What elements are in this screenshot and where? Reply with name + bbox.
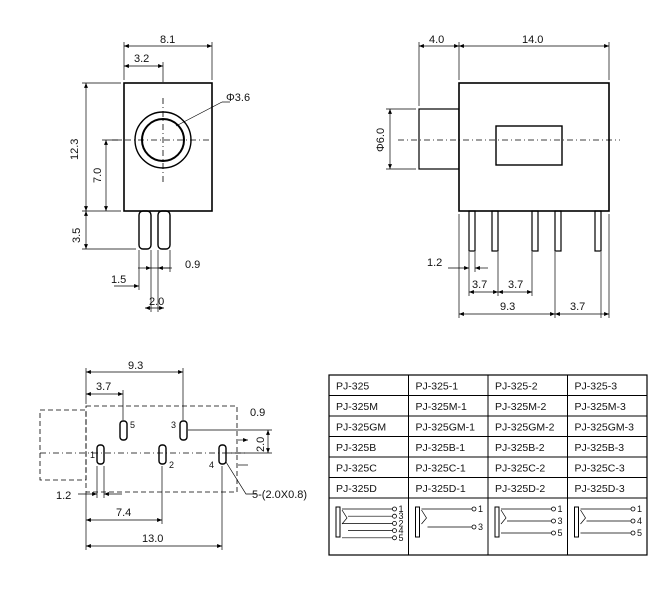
table-cell: PJ-325D-3 bbox=[575, 483, 625, 495]
table-cell: PJ-325GM bbox=[336, 422, 386, 434]
side-nose-length-label: 4.0 bbox=[429, 34, 444, 46]
front-view: 8.1 3.2 Φ3.6 12.3 7.0 3.5 1.5 0.9 2.0 bbox=[69, 34, 250, 312]
side-view: 4.0 14.0 Φ6.0 1.2 3.7 3.7 9.3 3.7 bbox=[375, 34, 620, 318]
footprint-pin-label-2: 2 bbox=[169, 460, 174, 470]
table-cell: PJ-325D-2 bbox=[495, 483, 545, 495]
table-cell: PJ-325M-3 bbox=[575, 401, 627, 413]
side-nose bbox=[418, 108, 460, 170]
schematic-pin-label: 4 bbox=[637, 516, 642, 526]
front-height-label: 12.3 bbox=[69, 139, 81, 160]
footprint-mid-offset-label: 7.4 bbox=[116, 507, 131, 519]
table-cell: PJ-325M-1 bbox=[416, 401, 468, 413]
side-span-label: 9.3 bbox=[500, 301, 515, 313]
schematic-symbol: 1 4 5 bbox=[574, 504, 642, 538]
model-table: PJ-325 PJ-325-1 PJ-325-2 PJ-325-3PJ-325M PJ-… bbox=[328, 374, 648, 556]
table-cell: PJ-325C-1 bbox=[416, 463, 466, 475]
schematic-pin-label: 5 bbox=[558, 528, 563, 538]
front-body bbox=[123, 82, 213, 212]
schematic-pin-label: 3 bbox=[399, 511, 404, 521]
front-width-label: 8.1 bbox=[160, 34, 175, 46]
table-cell: PJ-325GM-2 bbox=[495, 422, 555, 434]
footprint-nose-outline bbox=[39, 409, 87, 481]
footprint-pad-2 bbox=[158, 444, 167, 465]
footprint-pin-label-4: 4 bbox=[209, 460, 214, 470]
table-cell: PJ-325GM-1 bbox=[416, 422, 476, 434]
table-cell: PJ-325-3 bbox=[575, 381, 618, 393]
footprint-view: 5 3 1 2 4 9.3 3.7 0.9 2.0 5-(2.0X0.8) 1.… bbox=[39, 360, 307, 550]
table-cell: PJ-325M bbox=[336, 401, 378, 413]
footprint-pad-1 bbox=[96, 444, 105, 465]
schematic-pin-label: 1 bbox=[637, 504, 642, 514]
side-pin-pitch-a-label: 3.7 bbox=[472, 279, 487, 291]
table-cell: PJ-325B-2 bbox=[495, 442, 545, 454]
schematic-symbol: 13 bbox=[415, 504, 483, 538]
front-pin-pitch-label: 2.0 bbox=[149, 296, 164, 308]
table-cell: PJ-325B bbox=[336, 442, 376, 454]
side-pin-offset-label: 1.2 bbox=[427, 257, 442, 269]
front-center-height-label: 7.0 bbox=[92, 168, 104, 183]
footprint-total-label: 13.0 bbox=[142, 533, 163, 545]
front-diameter-label: Φ3.6 bbox=[226, 92, 250, 104]
schematic-pin-label: 2 bbox=[399, 518, 404, 528]
schematic-symbol: 1 3 5 bbox=[494, 504, 563, 538]
schematic-pin-label: 5 bbox=[637, 528, 642, 538]
table-cell: PJ-325C bbox=[336, 463, 377, 475]
schematic-pin-label: 3 bbox=[558, 516, 563, 526]
footprint-pin-label-5: 5 bbox=[130, 420, 135, 430]
front-pin-width-label: 0.9 bbox=[185, 259, 200, 271]
schematic-pin-label: 1 bbox=[558, 504, 563, 514]
front-pin-left bbox=[138, 210, 152, 250]
table-cell: PJ-325D-1 bbox=[416, 483, 466, 495]
front-offset-label: 3.2 bbox=[134, 53, 149, 65]
footprint-pad-5 bbox=[119, 420, 128, 441]
table-cell: PJ-325C-2 bbox=[495, 463, 545, 475]
schematic-pin-label: 1 bbox=[399, 504, 404, 514]
table-cell: PJ-325GM-3 bbox=[575, 422, 635, 434]
front-pin-spacing-label: 1.5 bbox=[111, 274, 126, 286]
footprint-hole-note: 5-(2.0X0.8) bbox=[252, 489, 307, 501]
footprint-pin-label-3: 3 bbox=[171, 420, 176, 430]
schematic-pin-label: 4 bbox=[399, 526, 404, 536]
table-cell: PJ-325B-3 bbox=[575, 442, 625, 454]
side-end-pitch-label: 3.7 bbox=[570, 301, 585, 313]
table-cell: PJ-325B-1 bbox=[416, 442, 466, 454]
front-pin-right bbox=[157, 210, 171, 250]
table-cell: PJ-325 bbox=[336, 381, 369, 393]
side-pins bbox=[468, 210, 602, 252]
footprint-body-outline bbox=[85, 405, 238, 493]
table-cell: PJ-325C-3 bbox=[575, 463, 625, 475]
schematic-pin-label: 3 bbox=[478, 522, 483, 532]
footprint-pad-4 bbox=[218, 444, 227, 465]
footprint-edge-offset-label: 1.2 bbox=[56, 490, 71, 502]
schematic-pin-label: 1 bbox=[478, 504, 483, 514]
table-cell: PJ-325D bbox=[336, 483, 377, 495]
side-body bbox=[458, 82, 610, 212]
footprint-pin-label-1: 1 bbox=[90, 450, 95, 460]
footprint-row-gap-label: 2.0 bbox=[255, 437, 267, 452]
footprint-pad-3 bbox=[179, 420, 188, 441]
side-nose-diameter-label: Φ6.0 bbox=[375, 128, 387, 152]
table-cell: PJ-325M-2 bbox=[495, 401, 547, 413]
footprint-pitch-label: 3.7 bbox=[96, 381, 111, 393]
side-pin-pitch-b-label: 3.7 bbox=[508, 279, 523, 291]
table-cell: PJ-325-2 bbox=[495, 381, 538, 393]
front-pin-length-label: 3.5 bbox=[71, 228, 83, 243]
schematic-pin-label: 5 bbox=[399, 533, 404, 543]
table-cell: PJ-325-1 bbox=[416, 381, 459, 393]
footprint-pad-width-label: 0.9 bbox=[250, 407, 265, 419]
side-body-length-label: 14.0 bbox=[522, 34, 543, 46]
footprint-span-label: 9.3 bbox=[128, 360, 143, 372]
side-window bbox=[495, 125, 563, 166]
